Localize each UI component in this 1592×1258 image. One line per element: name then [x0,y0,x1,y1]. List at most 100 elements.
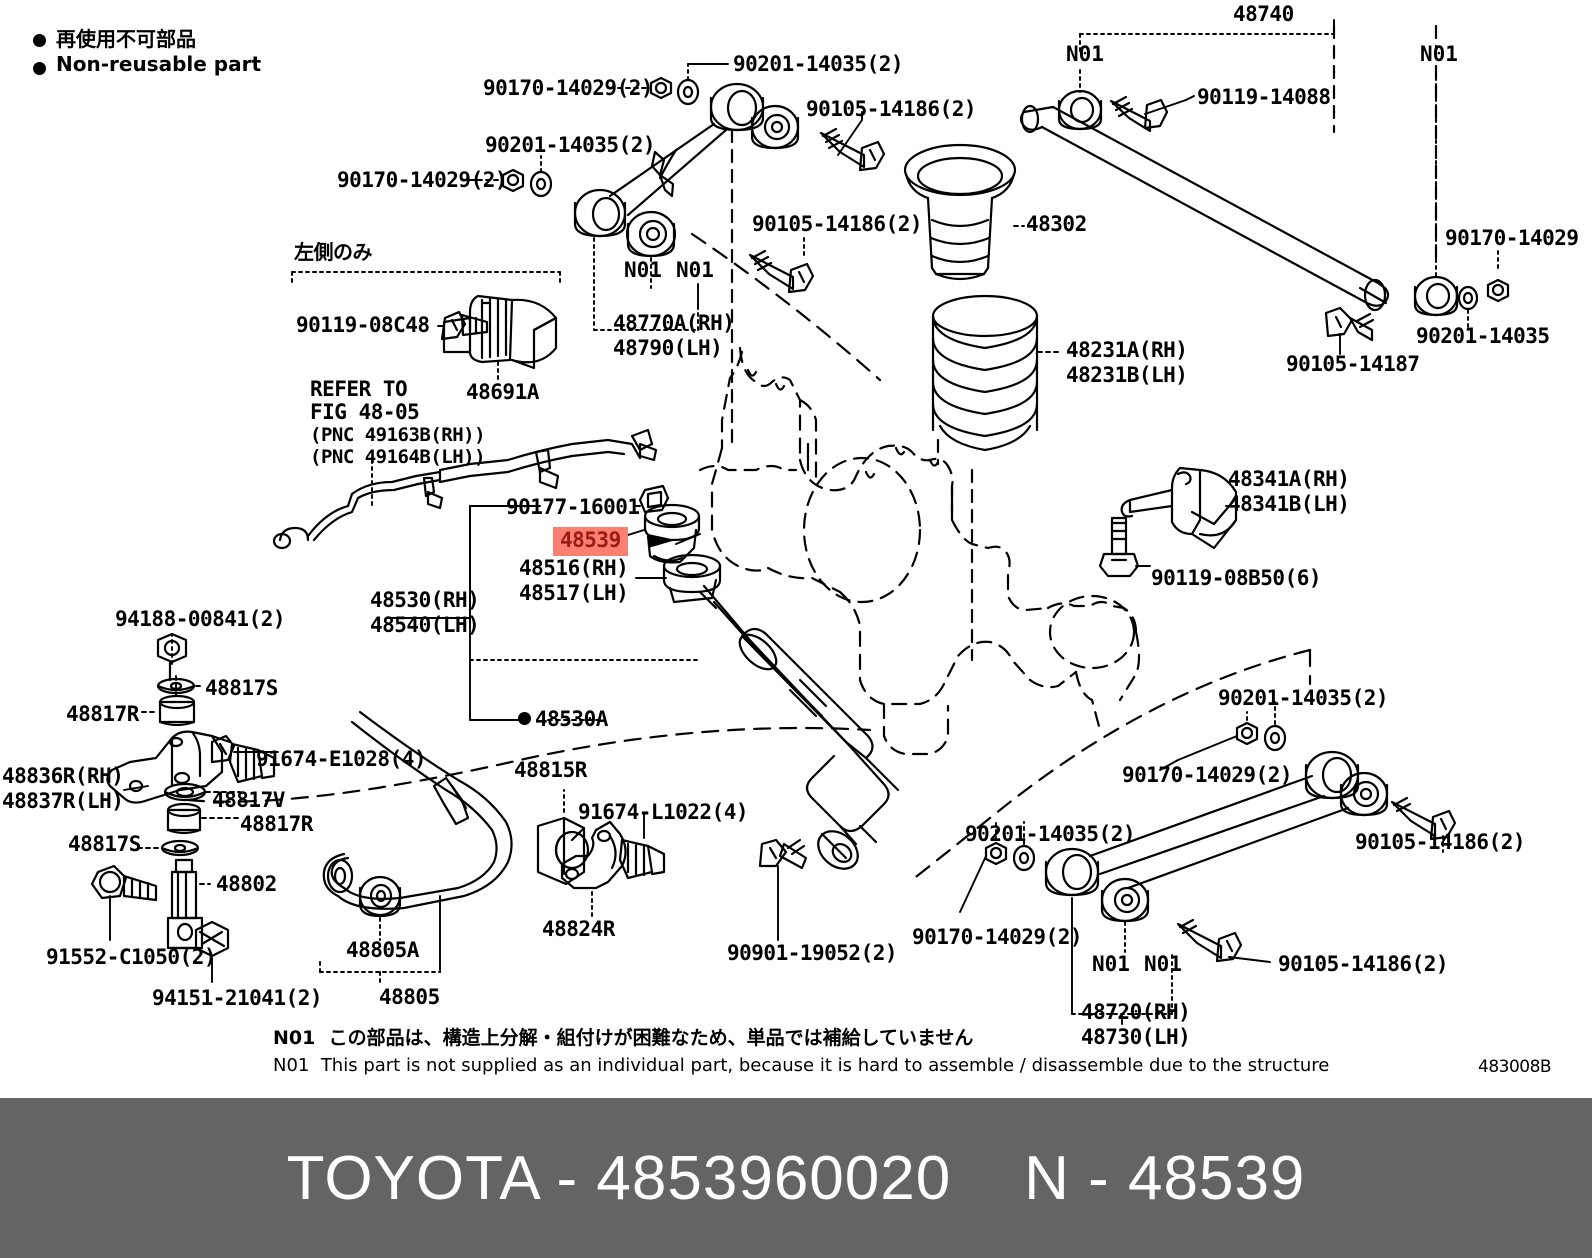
bolt-90901-19052 [758,838,808,870]
label-94151-21041: 94151-21041(2) [152,986,323,1010]
washer-48817s-bottom [160,839,200,857]
highlight-arrow [648,534,676,548]
part-48231-coil-spring [931,294,1039,452]
part-48539-suspension-support [643,503,701,564]
label-90105-14186-a: 90105-14186(2) [806,97,977,121]
label-48516-48517: 48516(RH) 48517(LH) [519,556,629,605]
fastener-group-top-right [1457,278,1510,311]
nut-94151-21041 [194,920,230,958]
refer-line3: (PNC 49163B(RH)) [310,424,486,446]
banner-text: TOYOTA - 4853960020 N - 48539 [286,1143,1306,1213]
label-48836r-48837r: 48836R(RH) 48837R(LH) [2,764,124,813]
part-48802-stabilizer-link [166,858,204,950]
label-90105-14186-b: 90105-14186(2) [752,212,923,236]
legend-en: Non-reusable part [56,52,262,76]
part-48720-lower-arm [1044,750,1389,923]
label-48770a-48790: 48770A(RH) 48790(LH) [613,311,735,360]
label-48815r: 48815R [514,758,587,782]
label-90177-16001: 90177-16001 [506,495,640,519]
bolt-90105-14186-upper [819,127,886,172]
part-48302-bellows [903,143,1017,281]
label-91674-e1028: 91674-E1028(4) [256,747,427,771]
bolt-90105-14186-right-lower [1176,918,1243,963]
label-48817v: 48817V [212,788,285,812]
label-90105-14186-c: 90105-14186(2) [1355,830,1526,854]
label-n01-rod-left: N01 [1066,42,1104,66]
label-90901-19052: 90901-19052(2) [727,941,898,965]
label-90105-14187: 90105-14187 [1286,352,1420,376]
label-n01-lower-left: N01 [1092,952,1130,976]
bolt-90119-08c48 [440,310,489,341]
label-48824r: 48824R [542,917,615,941]
label-48530a: 48530A [535,707,608,731]
label-90119-14088: 90119-14088 [1197,85,1331,109]
label-90170-14029-c: 90170-14029 [1445,226,1579,250]
label-48817r-bottom: 48817R [240,812,313,836]
bolt-90105-14187 [1324,306,1375,342]
bolt-90119-14088 [1109,95,1169,133]
bolt-91674-l1022 [618,838,666,880]
label-90105-14186-d: 90105-14186(2) [1278,952,1449,976]
label-n01-lower-right: N01 [1144,952,1182,976]
part-48691a-bracket [442,294,558,370]
bolt-90119-08b50 [1098,516,1140,578]
label-90170-14029-e: 90170-14029(2) [1122,763,1293,787]
label-48740: 48740 [1233,2,1294,26]
axle-housing-outline [698,346,1141,756]
label-48805a: 48805A [346,938,419,962]
refer-line1: REFER TO [310,377,408,401]
part-48530-shock-absorber [698,584,900,870]
label-48530-48540: 48530(RH) 48540(LH) [370,588,480,637]
note-n01-en: N01 This part is not supplied as an indi… [273,1055,1330,1076]
label-n01-rod-right: N01 [1420,42,1458,66]
label-48817r-top: 48817R [66,702,139,726]
figure-code: 483008B [1478,1057,1552,1077]
label-91552-c1050: 91552-C1050(2) [46,945,217,969]
label-90201-14035-a: 90201-14035(2) [733,52,904,76]
part-48770a-upper-arm [573,82,800,258]
legend-jp: 再使用不可部品 [56,27,196,51]
label-90119-08c48: 90119-08C48 [296,313,430,337]
label-90170-14029-b: 90170-14029(2) [337,168,508,192]
part-48516-cushion [662,553,722,604]
label-48539-highlight: 48539 [553,527,628,556]
label-90201-14035-e: 90201-14035(2) [965,822,1136,846]
label-48231: 48231A(RH) 48231B(LH) [1066,338,1188,387]
bush-48817r-bottom [166,802,202,835]
label-90170-14029-f: 90170-14029(2) [912,925,1083,949]
bolt-90105-14186-right-upper [1390,796,1457,841]
abs-sensor-harness [272,428,658,550]
bolt-91552-c1050 [90,864,158,902]
label-90201-14035-b: 90201-14035(2) [485,133,656,157]
label-48817s-bottom: 48817S [68,832,141,856]
label-48817s-top: 48817S [205,676,278,700]
stud-91674-e1028 [210,734,276,784]
part-48824r-clamp [560,820,627,890]
fastener-group-bottom-right [984,721,1287,872]
bullet-48530a [518,712,531,725]
label-48720-48730: 48720(RH) 48730(LH) [1081,1000,1191,1049]
legend-bullet-jp [33,34,46,47]
nut-90177-16001 [638,484,670,514]
label-90201-14035-d: 90201-14035(2) [1218,686,1389,710]
label-left-only-jp: 左側のみ [294,240,373,264]
bolt-90105-14186-lower [748,249,815,294]
refer-line2: FIG 48-05 [310,400,420,424]
bottom-banner: TOYOTA - 4853960020 N - 48539 [0,1098,1592,1258]
label-n01-arm-left: N01 [624,258,662,282]
note-n01-jp: N01 この部品は、構造上分解・組付けが困難なため、単品では補給していません [273,1027,974,1049]
label-48805: 48805 [379,985,440,1009]
label-90201-14035-c: 90201-14035 [1416,324,1550,348]
bush-48817r-top [158,694,196,727]
part-48805-stabilizer-bar [322,710,513,918]
legend-bullet-en [33,62,46,75]
label-n01-arm-right: N01 [676,258,714,282]
label-91674-l1022: 91674-L1022(4) [578,800,749,824]
highlighted-pnc[interactable]: 48539 [553,527,628,556]
washer-48817v [163,782,207,802]
label-90119-08b50: 90119-08B50(6) [1151,566,1322,590]
part-48740-lateral-rod [1019,89,1459,317]
label-48802: 48802 [216,872,277,896]
label-48302: 48302 [1026,212,1087,236]
